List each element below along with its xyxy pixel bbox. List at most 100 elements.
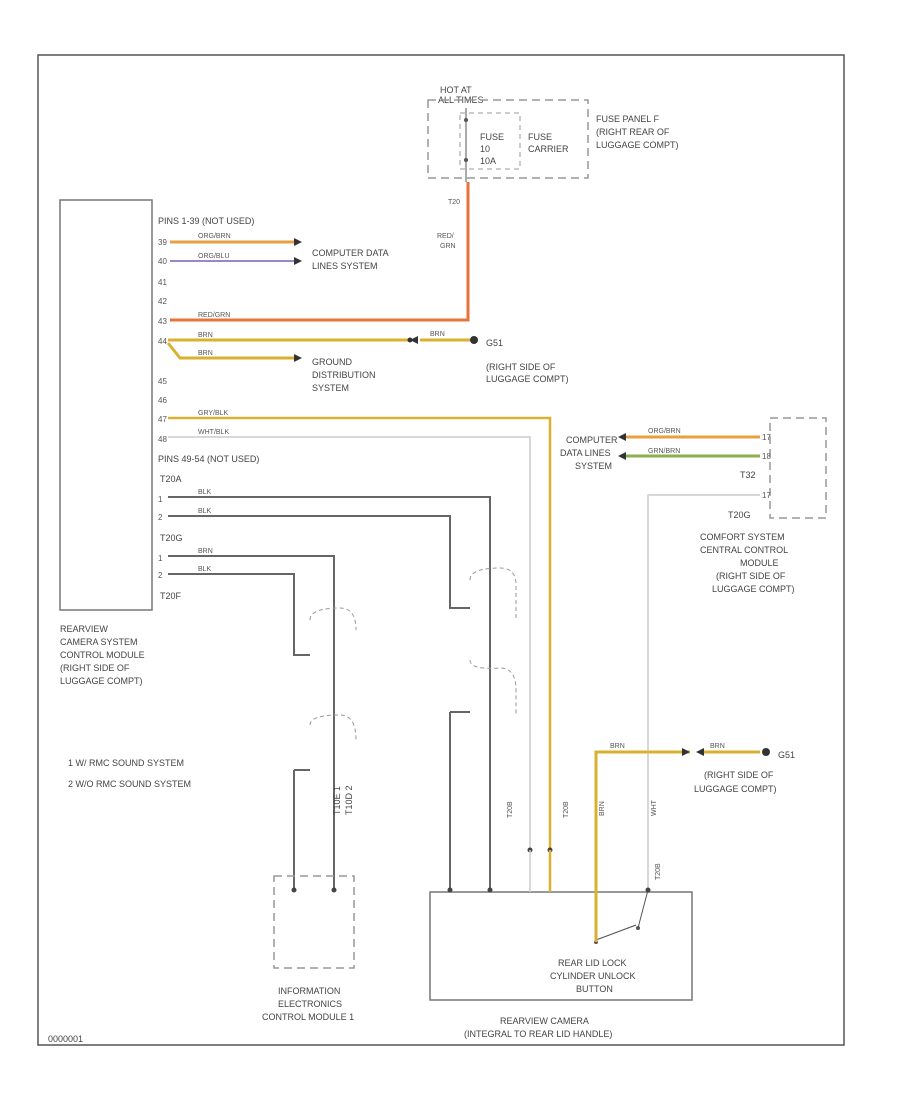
ground-2: DISTRIBUTION <box>312 370 376 380</box>
carrier-label-2: CARRIER <box>528 144 569 154</box>
camera-conn-1: T20B <box>563 801 570 818</box>
comfort-label-1: COMFORT SYSTEM <box>700 532 785 542</box>
footer-code: 0000001 <box>48 1034 83 1044</box>
wire-label-cam-wht: WHT <box>651 799 658 816</box>
comfort-pin-2: 18 <box>762 452 771 461</box>
info-label-2: ELECTRONICS <box>278 999 342 1009</box>
pin-42: 42 <box>158 297 167 306</box>
wire-wht-comfort <box>647 494 760 890</box>
terminal-dots <box>291 847 651 893</box>
wire-blk-2a <box>168 515 470 609</box>
panel-label-3: LUGGAGE COMPT) <box>596 140 679 150</box>
camera-system-module: PINS 1-39 (NOT USED) 39 40 41 42 43 44 4… <box>59 199 259 686</box>
g1-tag: BRN <box>430 331 445 338</box>
wire-label-brn-2: BRN <box>198 350 213 357</box>
option-switches <box>309 567 517 741</box>
module-label-3: CONTROL MODULE <box>60 650 145 660</box>
connector-t20f: T20F <box>160 591 182 601</box>
module-label-4: (RIGHT SIDE OF <box>60 663 130 673</box>
wire-blk-1a <box>168 496 491 890</box>
button-label-2: CYLINDER UNLOCK <box>550 971 636 981</box>
g2-tag: BRN <box>610 743 625 750</box>
comfort-pin-3: 17 <box>762 491 771 500</box>
g2-name: G51 <box>778 750 795 760</box>
sub-pin-1a: 1 <box>158 495 163 504</box>
fuse-label-1: FUSE <box>480 132 504 142</box>
wire-label-org-blu: ORG/BLU <box>198 253 230 260</box>
comfort-wire-2: GRN/BRN <box>648 448 680 455</box>
g1-desc-1: (RIGHT SIDE OF <box>486 362 556 372</box>
comfort-conn-2: T20G <box>728 510 751 520</box>
wire-blk-2b <box>168 573 310 656</box>
pin-47: 47 <box>158 415 167 424</box>
ground-1: GROUND <box>312 357 352 367</box>
comfort-label-4: (RIGHT SIDE OF <box>716 571 786 581</box>
g1-name: G51 <box>486 338 503 348</box>
wire-brn-ground <box>166 342 294 360</box>
module-label-5: LUGGAGE COMPT) <box>60 676 143 686</box>
camera-conn-2: T20B <box>507 801 514 818</box>
wire-label-wht-blk: WHT/BLK <box>198 429 229 436</box>
wire-label-gry-blk: GRY/BLK <box>198 410 229 417</box>
g2-wire: BRN <box>710 743 725 750</box>
wire-wht-blk <box>168 436 531 850</box>
ground-3: SYSTEM <box>312 383 349 393</box>
wire-brn-1b <box>168 555 335 890</box>
g2-desc-1: (RIGHT SIDE OF <box>704 770 774 780</box>
carrier-label-1: FUSE <box>528 132 552 142</box>
pin-41: 41 <box>158 278 167 287</box>
pin-46: 46 <box>158 396 167 405</box>
data-lines-2: LINES SYSTEM <box>312 261 378 271</box>
connector-t20g: T20G <box>160 533 183 543</box>
wire-label-org-brn: ORG/BRN <box>198 233 231 240</box>
comfort-label-3: MODULE <box>740 558 779 568</box>
comfort-label-5: LUGGAGE COMPT) <box>712 584 795 594</box>
sub-pin-1b: 1 <box>158 554 163 563</box>
camera-label-1: REARVIEW CAMERA <box>500 1016 589 1026</box>
wire-label-red-grn: RED/GRN <box>198 312 230 319</box>
info-module: T10E 1 T10D 2 INFORMATION ELECTRONICS CO… <box>262 785 355 1022</box>
button-label-3: BUTTON <box>576 984 613 994</box>
pin-44: 44 <box>158 337 167 346</box>
comfort-conn-1: T32 <box>740 470 756 480</box>
info-conn-2: T10D 2 <box>344 785 354 815</box>
comfort-wire-1: ORG/BRN <box>648 428 681 435</box>
g2-desc-2: LUGGAGE COMPT) <box>694 784 777 794</box>
camera-label-2: (INTEGRAL TO REAR LID HANDLE) <box>464 1029 612 1039</box>
comfort-data-2: DATA LINES <box>560 448 611 458</box>
legend-item-2: 2 W/O RMC SOUND SYSTEM <box>68 779 191 789</box>
pin-43: 43 <box>158 317 167 326</box>
comfort-label-2: CENTRAL CONTROL <box>700 545 788 555</box>
wire-label-blk-2a: BLK <box>198 508 212 515</box>
comfort-module: ORG/BRN GRN/BRN 17 18 T32 17 T20G COMPUT… <box>560 417 827 594</box>
hot-label-1: HOT AT <box>440 85 472 95</box>
pin-40: 40 <box>158 257 167 266</box>
module-label-2: CAMERA SYSTEM <box>60 637 138 647</box>
wire-label-blk-2b: BLK <box>198 566 212 573</box>
module-label-1: REARVIEW <box>60 624 108 634</box>
fuse-label-2: 10 <box>480 144 490 154</box>
sub-pin-2b: 2 <box>158 571 163 580</box>
fuse-wire-color-2: GRN <box>440 243 456 250</box>
connector-t20a: T20A <box>160 474 182 484</box>
pin-45: 45 <box>158 377 167 386</box>
info-label-1: INFORMATION <box>278 986 340 996</box>
info-label-3: CONTROL MODULE 1 <box>262 1012 354 1022</box>
comfort-pin-1: 17 <box>762 433 771 442</box>
wire-label-blk-1a: BLK <box>198 489 212 496</box>
fuse-label-3: 10A <box>480 156 496 166</box>
pin-39: 39 <box>158 238 167 247</box>
wire-label-brn-1: BRN <box>198 332 213 339</box>
info-conn-1: T10E 1 <box>332 786 342 815</box>
data-lines-1: COMPUTER DATA <box>312 248 389 258</box>
g1-desc-2: LUGGAGE COMPT) <box>486 374 569 384</box>
camera-conn-3: T20B <box>655 863 662 880</box>
comfort-data-3: SYSTEM <box>575 461 612 471</box>
wire-gry-blk <box>168 416 552 850</box>
wire-label-cam-brn: BRN <box>599 801 606 816</box>
pins-note-top: PINS 1-39 (NOT USED) <box>158 216 254 226</box>
pins-note-mid: PINS 49-54 (NOT USED) <box>158 454 259 464</box>
wire-label-brn-1b: BRN <box>198 548 213 555</box>
pin-48: 48 <box>158 435 167 444</box>
